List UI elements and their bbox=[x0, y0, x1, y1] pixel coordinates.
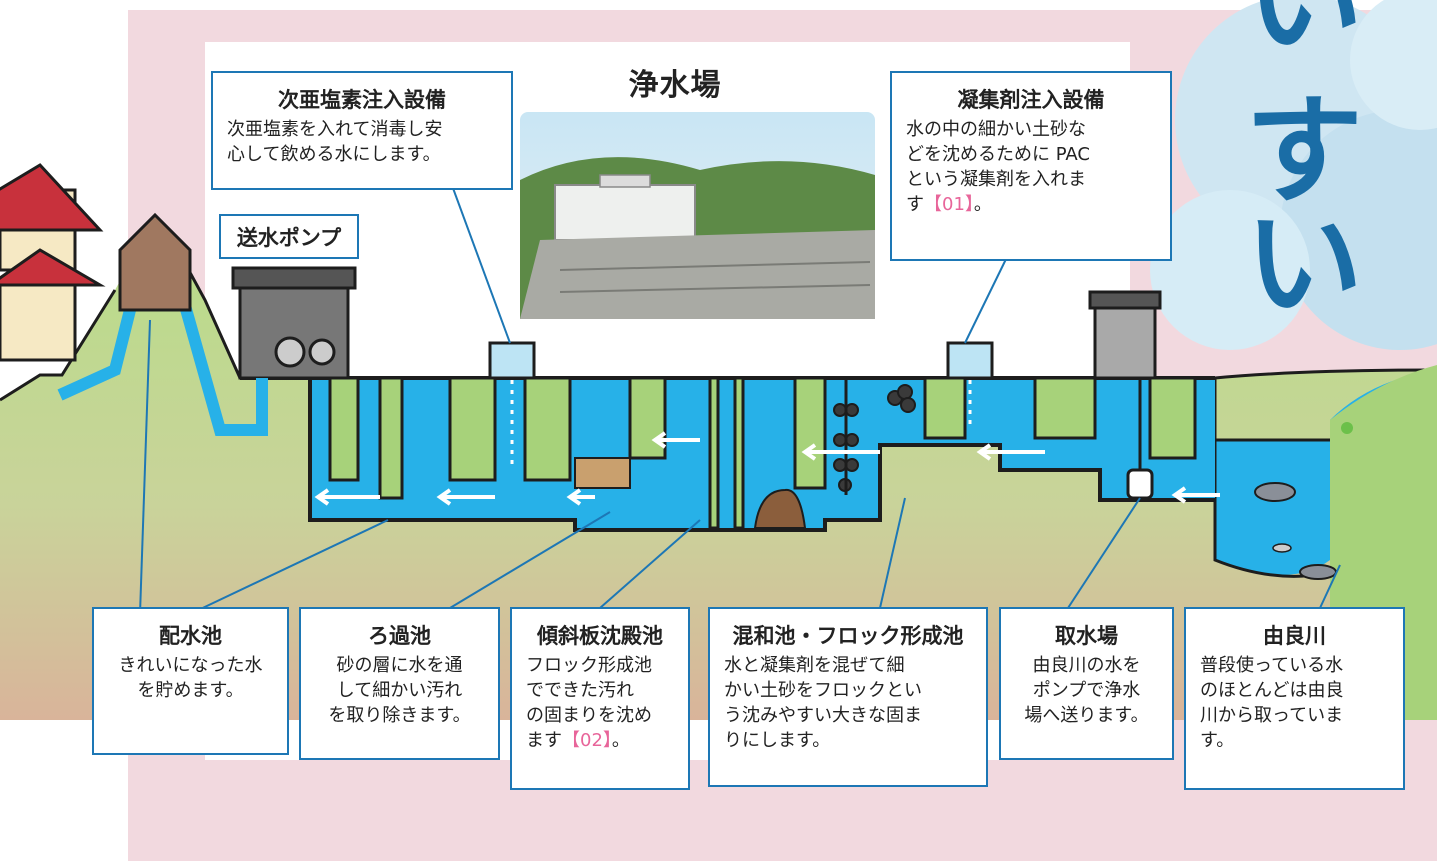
callout-yura-river: 由良川 普段使っている水 のほとんどは由良 川から取っていま す。 bbox=[1184, 607, 1405, 790]
callout-mixing-flocculation: 混和池・フロック形成池 水と凝集剤を混ぜて細 かい土砂をフロックとい う沈みやす… bbox=[708, 607, 988, 787]
sand-layer bbox=[574, 457, 631, 489]
callout-desc: 水と凝集剤を混ぜて細 かい土砂をフロックとい う沈みやすい大きな固ま りにします… bbox=[724, 655, 922, 751]
decor-bubbles bbox=[1150, 0, 1437, 350]
callout-title: 由良川 bbox=[1263, 624, 1326, 648]
sludge bbox=[753, 488, 807, 529]
callout-title: 取水場 bbox=[1055, 624, 1118, 648]
vertical-kana-2: す bbox=[1244, 82, 1363, 220]
river-fish bbox=[1254, 422, 1353, 580]
callout-desc: 砂の層に水を通 して細かい汚れ を取り除きます。 bbox=[328, 655, 471, 726]
callout-title: 次亜塩素注入設備 bbox=[278, 88, 446, 112]
flow-arrows bbox=[314, 431, 1220, 506]
partition-walls bbox=[328, 376, 1197, 530]
callout-title: 凝集剤注入設備 bbox=[957, 88, 1105, 112]
callout-sedimentation: 傾斜板沈殿池 フロック形成池 でできた汚れ の固まりを沈め ます【02】。 bbox=[510, 607, 690, 790]
callout-title: 配水池 bbox=[159, 624, 222, 648]
label-pump: 送水ポンプ bbox=[219, 214, 359, 259]
callout-desc: きれいになった水 を貯めます。 bbox=[118, 655, 263, 701]
vertical-kana-3: い bbox=[1244, 195, 1363, 333]
callout-desc: フロック形成池 でできた汚れ の固まりを沈め ます【02】。 bbox=[526, 655, 652, 751]
callout-title: ろ過池 bbox=[368, 624, 431, 648]
callout-intake: 取水場 由良川の水を ポンプで浄水 場へ送ります。 bbox=[999, 607, 1174, 760]
callout-title: 傾斜板沈殿池 bbox=[537, 624, 663, 648]
ref-link-02[interactable]: 【02】 bbox=[562, 730, 612, 751]
callout-coagulant: 凝集剤注入設備 水の中の細かい土砂な どを沈めるために PAC という凝集剤を入… bbox=[890, 71, 1172, 261]
callout-filtration: ろ過池 砂の層に水を通 して細かい汚れ を取り除きます。 bbox=[299, 607, 500, 760]
callout-desc: 普段使っている水 のほとんどは由良 川から取っていま す。 bbox=[1200, 655, 1344, 751]
vertical-kana-1: い bbox=[1244, 0, 1363, 70]
pump-building bbox=[231, 266, 357, 380]
callout-distribution-reservoir: 配水池 きれいになった水 を貯めます。 bbox=[92, 607, 289, 755]
plant-photo bbox=[520, 112, 875, 319]
callout-hypochlorite: 次亜塩素注入設備 次亜塩素を入れて消毒し安 心して飲める水にします。 bbox=[211, 71, 513, 190]
distribution-tank bbox=[118, 212, 192, 312]
houses bbox=[0, 163, 106, 362]
page-title: 浄水場 bbox=[628, 68, 722, 103]
callout-desc: 次亜塩素を入れて消毒し安 心して飲める水にします。 bbox=[227, 119, 443, 165]
callout-desc: 水の中の細かい土砂な どを沈めるために PAC という凝集剤を入れま す【01】… bbox=[906, 119, 1090, 215]
callout-desc: 由良川の水を ポンプで浄水 場へ送ります。 bbox=[1024, 655, 1149, 726]
injection-units bbox=[488, 341, 994, 470]
callout-title: 混和池・フロック形成池 bbox=[732, 624, 964, 648]
leader-lines bbox=[139, 179, 1341, 615]
ref-link-01[interactable]: 【01】 bbox=[924, 194, 974, 215]
